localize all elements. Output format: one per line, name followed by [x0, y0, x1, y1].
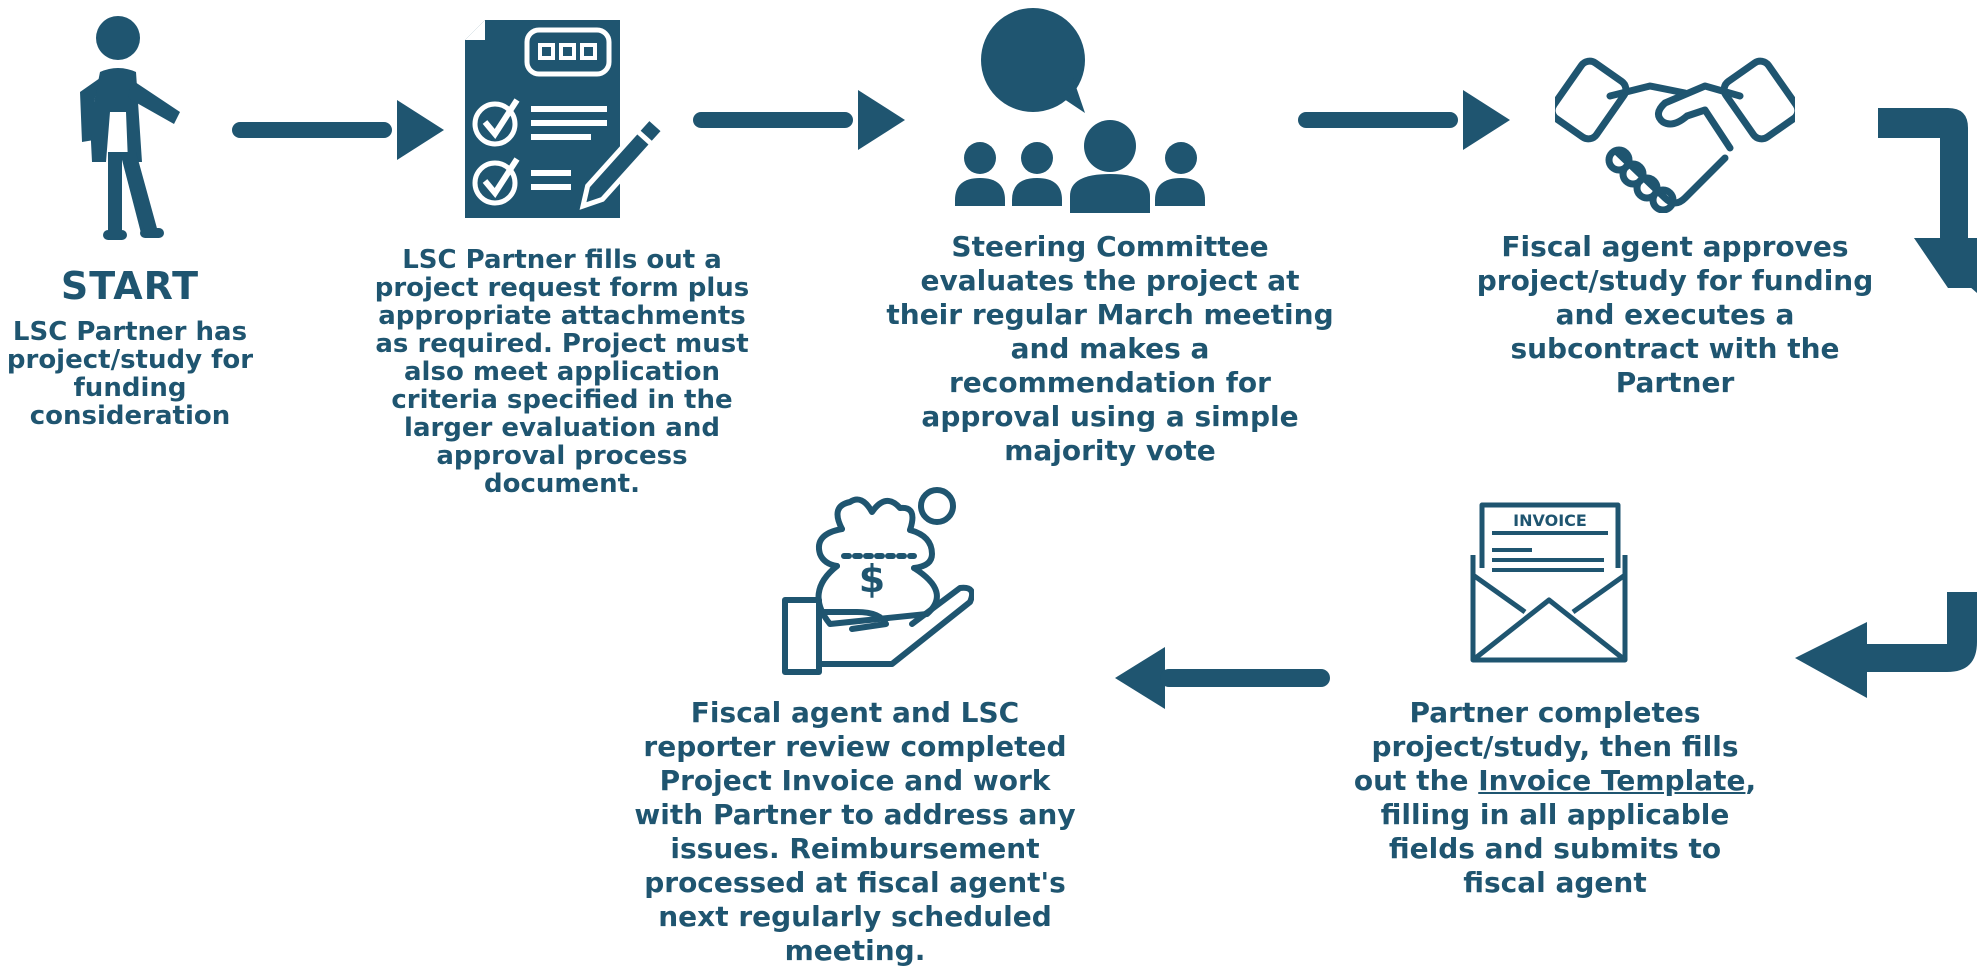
request-form-description: LSC Partner fills out a project request … [374, 245, 750, 499]
invoice-text-after: , filling in all applicable fields and s… [1380, 764, 1757, 899]
arrow-left-corner [1795, 592, 1977, 698]
handshake-icon [1555, 57, 1795, 213]
invoice-text-before: Partner completes project/study, then fi… [1353, 696, 1739, 797]
arrow-left-bottom [1115, 647, 1330, 709]
person-walking-icon [80, 16, 180, 240]
arrow-right-3 [1298, 90, 1510, 150]
start-title: START [60, 264, 200, 308]
invoice-description: Partner completes project/study, then fi… [1345, 696, 1765, 900]
invoice-label: INVOICE [1513, 511, 1587, 530]
arrow-right-1 [232, 100, 444, 160]
fiscal-approval-description: Fiscal agent approves project/study for … [1476, 230, 1874, 399]
invoice-envelope-icon: INVOICE [1470, 502, 1628, 663]
arrow-right-2 [693, 90, 905, 150]
dollar-sign: $ [859, 557, 885, 601]
form-checklist-pencil-icon [465, 20, 668, 218]
arrow-down-corner [1878, 108, 1977, 293]
reimbursement-description: Fiscal agent and LSC reporter review com… [634, 696, 1076, 967]
money-bag-hand-icon: $ [782, 487, 974, 675]
invoice-template-link[interactable]: Invoice Template [1478, 764, 1746, 797]
group-speech-bubble-icon [955, 8, 1205, 213]
start-description: LSC Partner has project/study for fundin… [6, 317, 254, 431]
committee-description: Steering Committee evaluates the project… [886, 230, 1334, 467]
